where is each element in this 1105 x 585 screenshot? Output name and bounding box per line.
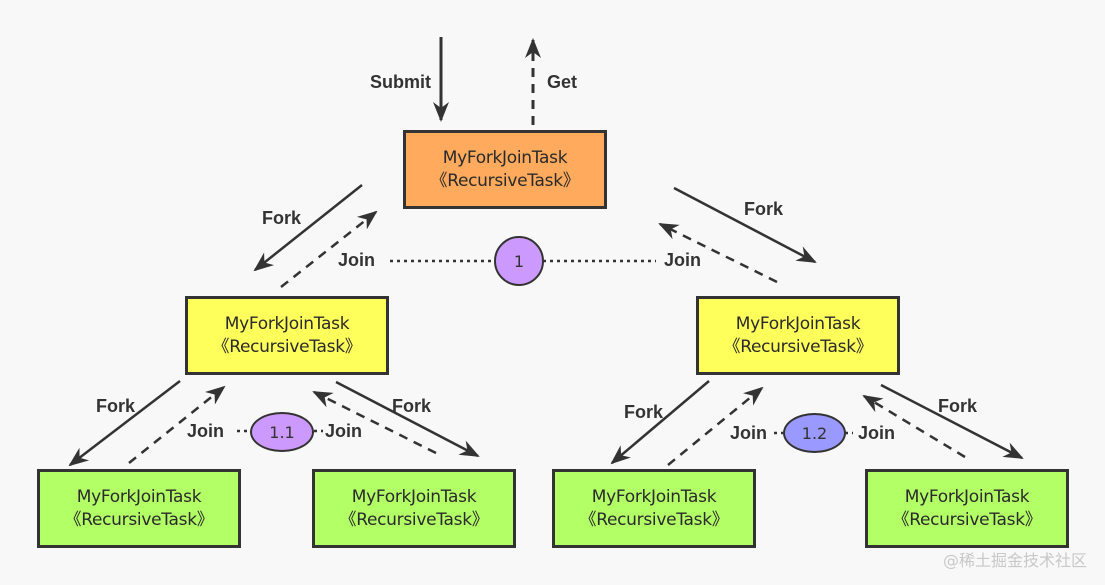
node-level2-a: MyForkJoinTask 《RecursiveTask》 [37, 469, 241, 548]
node-level1-left: MyForkJoinTask 《RecursiveTask》 [185, 296, 389, 375]
join-label-l1right-c: Join [730, 423, 768, 443]
fork-label-l1left-b: Fork [392, 396, 432, 416]
node-level2-c-type: 《RecursiveTask》 [579, 509, 729, 530]
node-level1-left-title: MyForkJoinTask [224, 313, 350, 334]
fork-arrow-root-right [673, 186, 817, 264]
fork-label-l1right-c: Fork [624, 402, 664, 422]
step-badge-1-1-label: 1.1 [269, 422, 295, 442]
node-level1-right-title: MyForkJoinTask [735, 313, 861, 334]
join-arrow-d-l1right [862, 394, 966, 459]
node-level2-a-title: MyForkJoinTask [76, 486, 202, 507]
node-level2-c-title: MyForkJoinTask [591, 486, 717, 507]
join-arrow-left-root [280, 210, 378, 288]
fork-arrow-l1left-a [68, 380, 181, 467]
join-label-root-right: Join [664, 250, 702, 270]
join-label-root-left: Join [338, 250, 376, 270]
fork-label-l1left-a: Fork [96, 396, 136, 416]
node-level2-d-title: MyForkJoinTask [904, 486, 1030, 507]
get-label: Get [547, 72, 578, 92]
node-level2-d-type: 《RecursiveTask》 [892, 509, 1042, 530]
node-root-type: 《RecursiveTask》 [430, 170, 580, 191]
node-level2-b: MyForkJoinTask 《RecursiveTask》 [312, 469, 516, 548]
node-root-title: MyForkJoinTask [442, 147, 568, 168]
step-badge-1-1: 1.1 [250, 412, 314, 452]
node-level1-right-type: 《RecursiveTask》 [723, 336, 873, 357]
submit-label: Submit [370, 72, 431, 92]
join-label-l1left-a: Join [187, 421, 225, 441]
node-level2-a-type: 《RecursiveTask》 [64, 509, 214, 530]
fork-label-root-left: Fork [262, 208, 302, 228]
step-badge-1-2-label: 1.2 [801, 423, 828, 443]
node-level2-b-type: 《RecursiveTask》 [339, 509, 489, 530]
node-level2-b-title: MyForkJoinTask [351, 486, 477, 507]
fork-arrow-l1left-b [335, 380, 480, 458]
fork-label-l1right-d: Fork [938, 396, 978, 416]
fork-label-root-right: Fork [744, 199, 784, 219]
watermark: @稀土掘金技术社区 [942, 551, 1087, 570]
join-label-l1left-b: Join [325, 421, 363, 441]
fork-arrow-l1right-c [610, 380, 710, 465]
node-root: MyForkJoinTask 《RecursiveTask》 [403, 130, 607, 209]
node-level2-d: MyForkJoinTask 《RecursiveTask》 [865, 469, 1069, 548]
join-arrow-right-root [658, 222, 778, 284]
join-arrow-c-l1right [667, 386, 764, 466]
join-arrow-b-l1left [312, 390, 437, 455]
step-badge-1: 1 [494, 236, 544, 286]
node-level1-right: MyForkJoinTask 《RecursiveTask》 [696, 296, 900, 375]
node-level1-left-type: 《RecursiveTask》 [212, 336, 362, 357]
join-label-l1right-d: Join [858, 423, 896, 443]
step-badge-1-label: 1 [513, 251, 525, 271]
fork-arrow-root-left [253, 184, 363, 272]
fork-arrow-l1right-d [880, 383, 1024, 460]
node-level2-c: MyForkJoinTask 《RecursiveTask》 [552, 469, 756, 548]
step-badge-1-2: 1.2 [783, 413, 846, 453]
join-arrow-a-l1left [128, 385, 226, 464]
